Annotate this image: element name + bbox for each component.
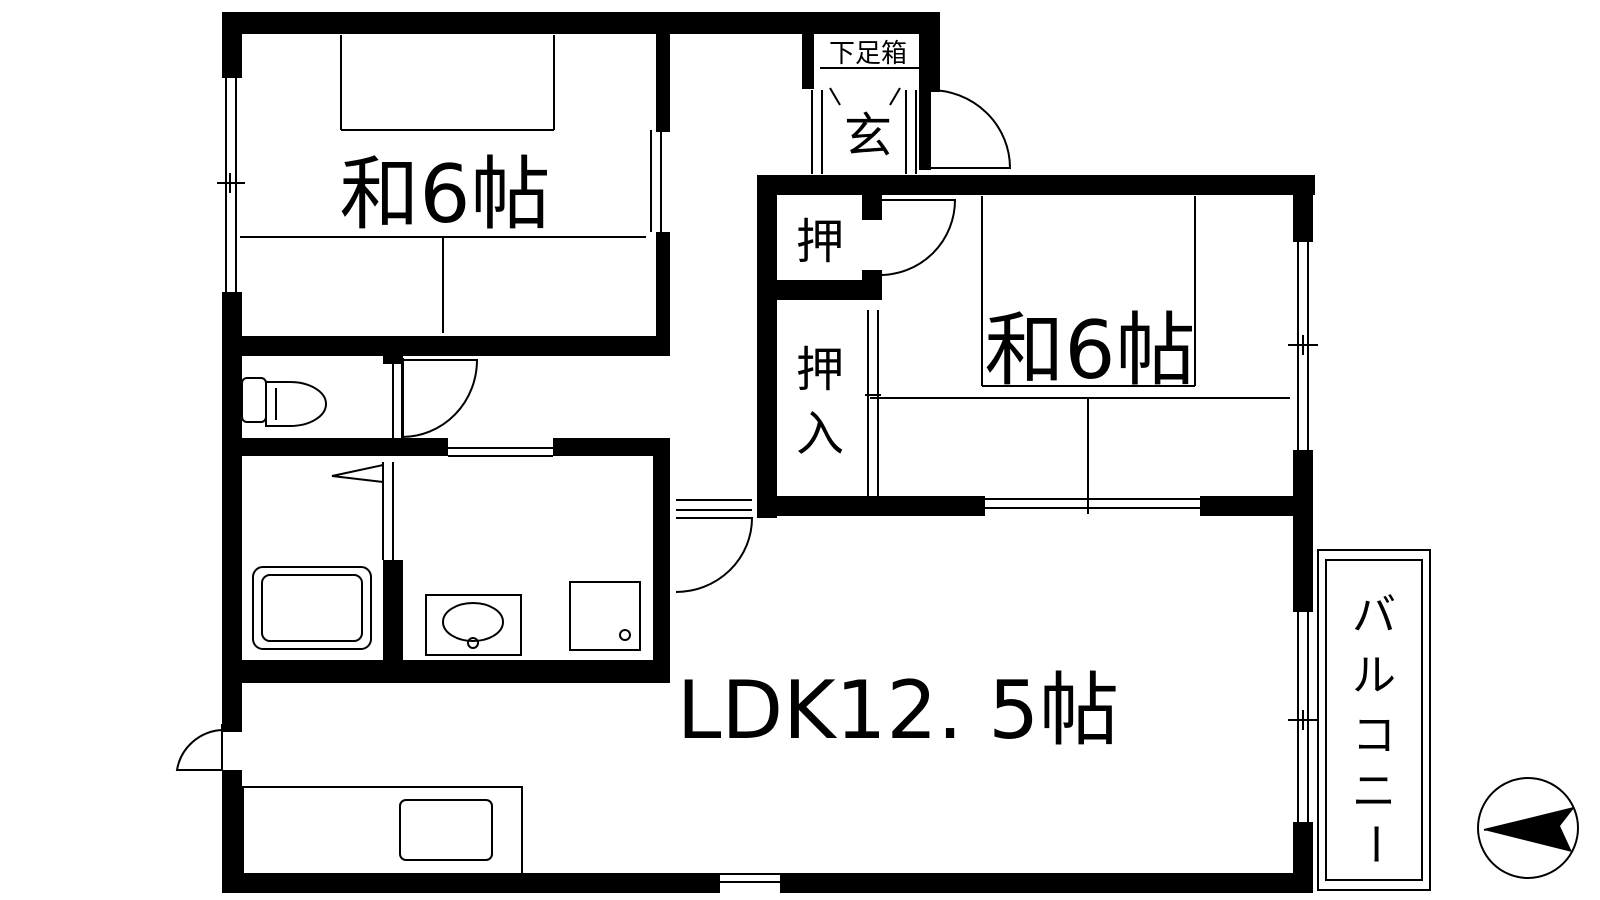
closet-sliding-doors — [865, 310, 881, 496]
bathtub-icon — [252, 566, 372, 650]
north-arrow-icon — [1477, 777, 1579, 879]
room-label-genkan: 玄 — [844, 108, 892, 164]
thin-lines — [175, 35, 1431, 891]
fusuma-west-room — [650, 130, 662, 232]
bath-door — [331, 462, 394, 560]
room-label-washitsu-west: 和6帖 — [340, 148, 551, 241]
service-door-swing — [175, 729, 224, 771]
entry-door-swing — [929, 89, 1012, 169]
window-east-room — [1288, 240, 1318, 450]
room-label-ldk: LDK12. 5帖 — [677, 664, 1119, 757]
label-balcony-char-5: ー — [1349, 822, 1400, 866]
walls — [222, 12, 1315, 893]
washing-machine-pan-icon — [569, 581, 641, 651]
toilet-door-frame — [392, 358, 404, 438]
kitchen-sink-icon — [399, 799, 493, 861]
sliding-door-east-ldk — [985, 494, 1200, 514]
closet-door-swing — [879, 199, 957, 276]
label-closet-small: 押 — [796, 214, 844, 270]
toilet-icon — [241, 377, 327, 427]
label-closet-large-line1: 押 — [796, 342, 844, 398]
label-shoebox: 下足箱 — [829, 39, 907, 69]
wash-basin-icon — [425, 594, 522, 656]
tatami-lines-east — [870, 196, 1290, 497]
ldk-door-swing — [675, 517, 754, 593]
labels: 和6帖 和6帖 LDK12. 5帖 玄 下足箱 押 押 入 バ ル コ ニ ー — [340, 39, 1400, 866]
label-balcony-char-1: バ — [1352, 590, 1396, 641]
window-west-room — [217, 75, 245, 295]
washroom-door — [448, 447, 553, 457]
label-balcony-char-4: ニ — [1352, 766, 1396, 817]
tatami-lines-west — [240, 35, 646, 333]
toilet-door-swing — [401, 359, 479, 439]
balcony-outline — [1317, 549, 1431, 891]
window-bottom — [720, 873, 780, 883]
genkan-frame — [811, 67, 920, 174]
room-label-washitsu-east: 和6帖 — [985, 304, 1196, 397]
label-balcony-char-2: ル — [1352, 650, 1396, 701]
ldk-door-frame — [676, 499, 752, 511]
window-ldk — [1288, 612, 1318, 822]
label-closet-large-line2: 入 — [796, 406, 844, 462]
label-balcony-char-3: コ — [1352, 710, 1396, 761]
